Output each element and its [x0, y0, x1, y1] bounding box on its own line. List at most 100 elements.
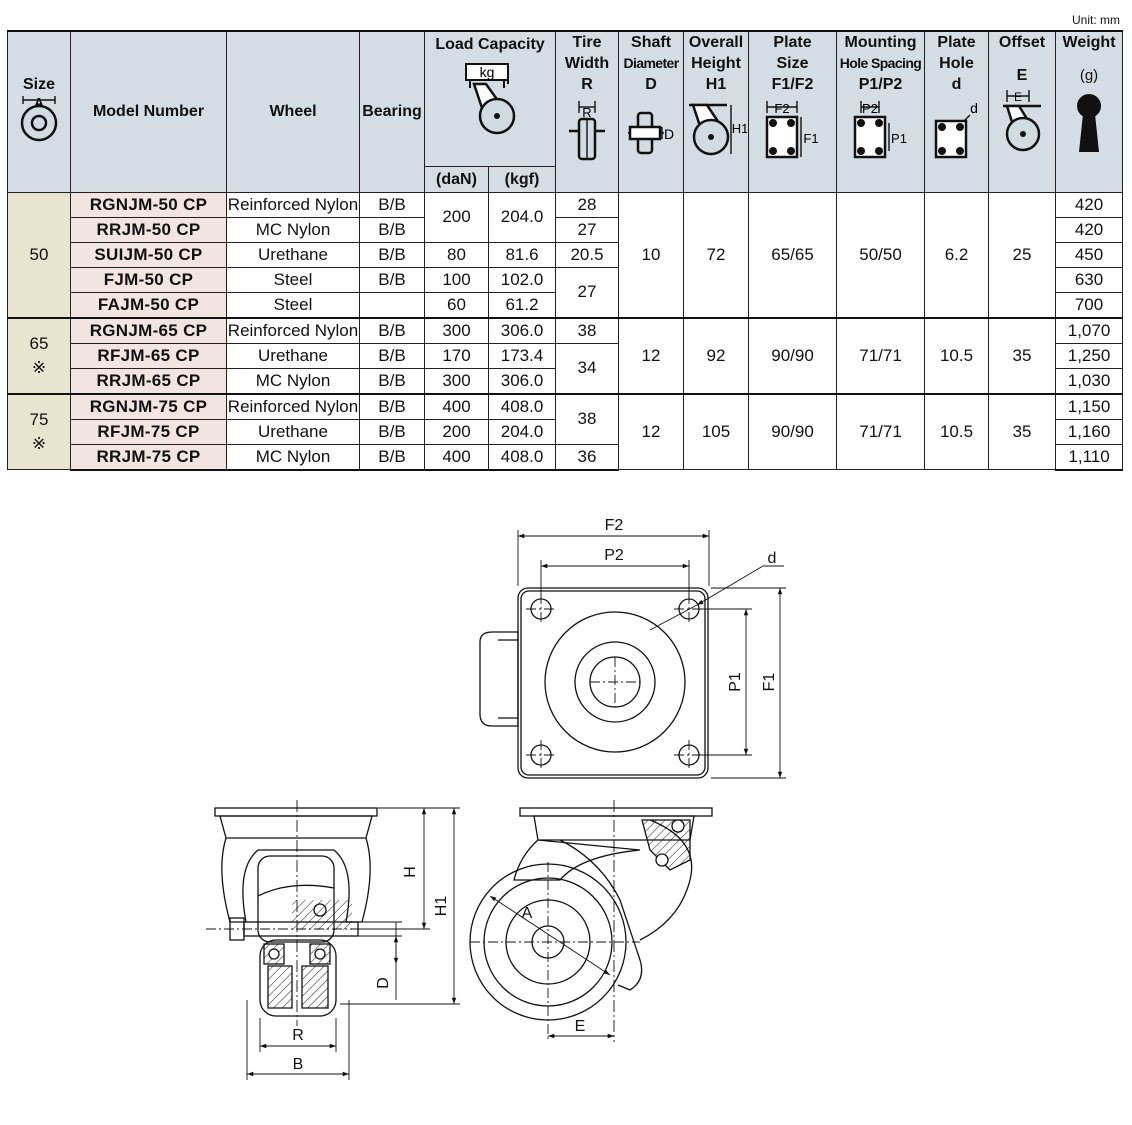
load-capacity-icon: kg [465, 63, 516, 135]
table-row: 75※ RGNJM-75 CP Reinforced Nylon B/B 400… [7, 392, 1124, 470]
model-number: SUIJM-50 CP [70, 241, 227, 268]
load-kgf: 306.0 [487, 367, 557, 394]
wheel-type: Reinforced Nylon [226, 392, 360, 420]
model-number: FAJM-50 CP [70, 291, 227, 318]
table-row: 65※ RGNJM-65 CP Reinforced Nylon B/B 300… [7, 316, 1124, 394]
load-dan: 300 [424, 367, 489, 394]
load-kgf: 61.2 [487, 291, 557, 318]
bearing-type: B/B [359, 216, 425, 243]
svg-text:P1: P1 [891, 131, 907, 146]
tire-width: 36 [555, 443, 620, 471]
dim-label-p2: P2 [604, 547, 624, 564]
model-number: RGNJM-65 CP [70, 316, 227, 344]
bearing-type: B/B [359, 392, 425, 420]
tire-width: 38 [555, 392, 620, 445]
load-capacity-label: Load Capacity [435, 36, 545, 53]
table-row: FJM-50 CP Steel B/B 100 102.0 27 630 [8, 266, 1124, 318]
svg-text:F1: F1 [803, 131, 818, 146]
dim-label-e: E [575, 1018, 586, 1035]
bearing-type: B/B [359, 191, 425, 218]
wheel-diameter-icon: A [20, 95, 58, 142]
weight: 1,250 [1055, 342, 1124, 369]
plate-hole-icon: d [934, 100, 977, 159]
plate-size: 90/90 [748, 392, 838, 470]
load-dan: 400 [424, 392, 489, 420]
svg-text:R: R [582, 105, 591, 120]
size-header-label: Size [22, 76, 55, 93]
table-row: 50 RGNJM-50 CP Reinforced Nylon B/B 200 … [7, 191, 1124, 318]
load-kgf: 204.0 [487, 191, 557, 243]
size-cell: 65※ [7, 316, 71, 394]
bearing-type: B/B [359, 241, 425, 268]
dim-label-d: d [768, 550, 777, 567]
wheel-type: Urethane [226, 342, 360, 369]
tire-width: 20.5 [555, 241, 620, 268]
load-kgf: 306.0 [487, 316, 557, 344]
load-kgf: 102.0 [487, 266, 557, 293]
svg-text:kg: kg [480, 64, 495, 80]
dim-label-r: R [292, 1027, 304, 1044]
load-kgf: 173.4 [487, 342, 557, 369]
plate-size-icon: F2 F1 [765, 101, 818, 159]
model-number: RGNJM-50 CP [70, 191, 227, 218]
table-row: RRJM-50 CP MC Nylon B/B 27 420 [8, 216, 1124, 243]
weight: 450 [1055, 241, 1124, 268]
unit-label: Unit: mm [1072, 13, 1120, 27]
model-number: RRJM-75 CP [70, 443, 227, 471]
weight: 1,070 [1055, 316, 1124, 344]
shaft-diameter: 12 [618, 392, 685, 470]
dim-label-h: H [402, 866, 419, 878]
load-dan: 80 [424, 241, 489, 268]
overall-height: 92 [683, 316, 750, 394]
load-dan: 200 [424, 418, 489, 445]
bearing-type: B/B [359, 443, 425, 471]
svg-text:D: D [664, 126, 674, 142]
plate-size: 90/90 [748, 316, 838, 394]
offset: 35 [988, 392, 1057, 470]
dim-label-f2: F2 [605, 517, 624, 534]
shaft-diameter: 10 [618, 191, 685, 318]
overall-height-icon: H1 [689, 103, 747, 156]
wheel-type: MC Nylon [226, 443, 360, 471]
wheel-type: Urethane [226, 418, 360, 445]
weight: 420 [1055, 191, 1124, 218]
header-load-capacity: Load Capacity kg [423, 30, 557, 167]
dim-label-f1: F1 [761, 673, 778, 692]
header-load-dan: (daN) [424, 165, 489, 193]
mounting-hole-spacing: 71/71 [836, 316, 926, 394]
model-number: RGNJM-75 CP [70, 392, 227, 420]
svg-text:H1: H1 [732, 121, 747, 136]
shaft-diameter: 12 [618, 316, 685, 394]
tire-width: 27 [555, 216, 620, 243]
load-dan: 200 [424, 191, 489, 243]
plate-hole: 10.5 [924, 392, 990, 470]
tire-width: 28 [555, 191, 620, 218]
tire-width: 34 [555, 342, 620, 394]
mounting-hole-spacing-icon: P2 P1 [853, 101, 907, 159]
plate-hole: 10.5 [924, 316, 990, 394]
table-row: RRJM-65 CP MC Nylon B/B 300 306.0 1,030 [8, 367, 1124, 394]
top-view-drawing [479, 530, 786, 779]
wheel-type: Steel [226, 291, 360, 318]
load-dan: 300 [424, 316, 489, 344]
svg-text:A: A [34, 95, 44, 110]
model-number: RRJM-50 CP [70, 216, 227, 243]
offset-icon: E [1003, 90, 1042, 152]
weight-icon [1077, 94, 1102, 152]
model-number: RFJM-65 CP [70, 342, 227, 369]
bearing-type: B/B [359, 266, 425, 293]
size-cell: 75※ [7, 392, 71, 470]
wheel-type: Reinforced Nylon [226, 316, 360, 344]
header-bearing: Bearing [359, 30, 425, 193]
wheel-type: Reinforced Nylon [226, 191, 360, 218]
table-row: RRJM-75 CP MC Nylon B/B 400 408.0 36 1,1… [8, 443, 1124, 471]
load-kgf: 204.0 [487, 418, 557, 445]
dim-label-b: B [293, 1056, 304, 1073]
tire-width-icon: R [569, 101, 606, 161]
header-model-number: Model Number [70, 30, 227, 193]
dim-label-d-shaft: D [375, 977, 392, 989]
model-number: RFJM-75 CP [70, 418, 227, 445]
plate-size: 65/65 [748, 191, 838, 318]
